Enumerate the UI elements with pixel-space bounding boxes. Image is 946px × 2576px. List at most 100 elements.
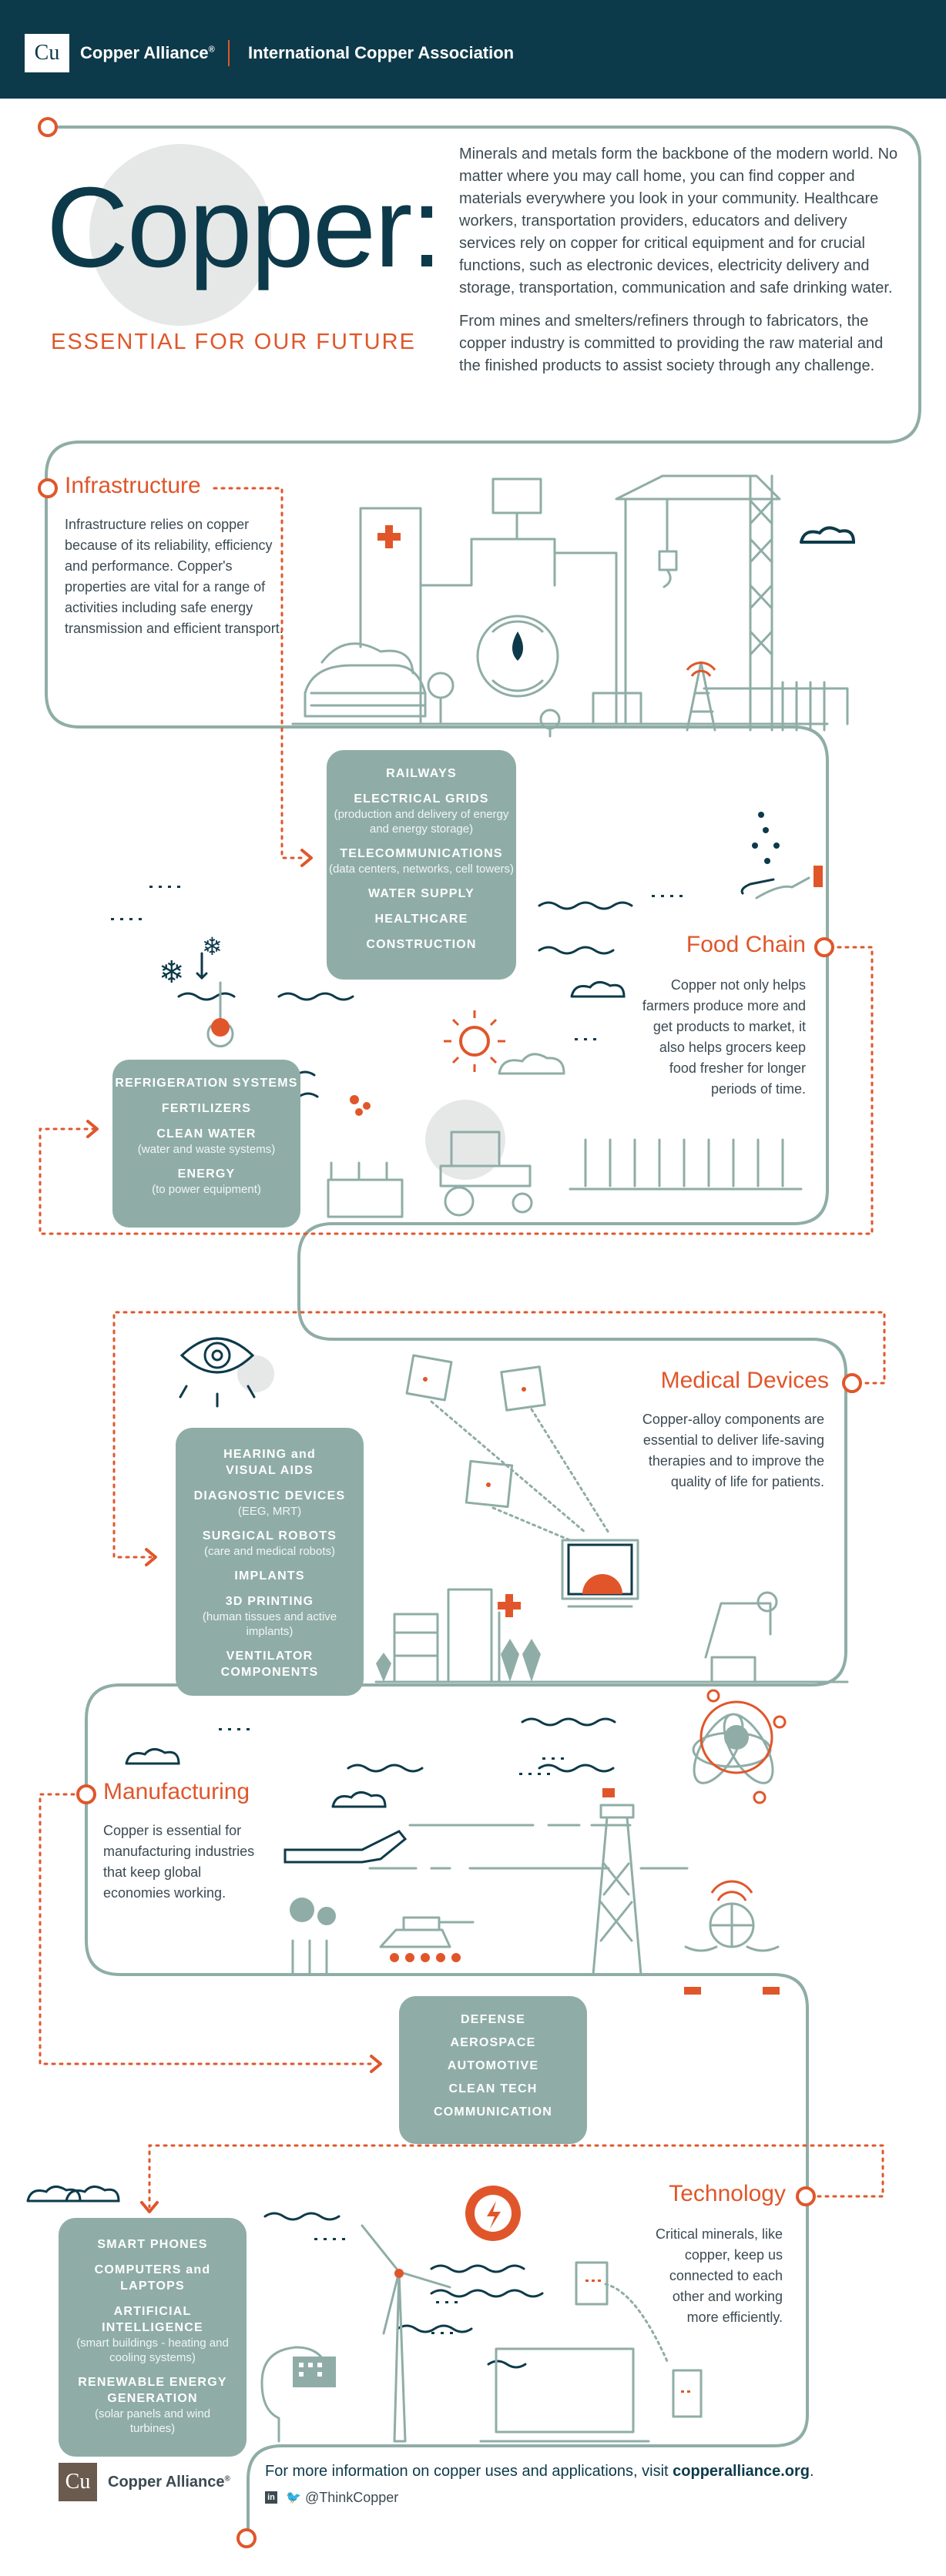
technology-item: SMART PHONES — [59, 2236, 247, 2253]
intro-text: Minerals and metals form the backbone of… — [459, 143, 906, 388]
item-detail: (EEG, MRT) — [237, 1505, 302, 1518]
item-name: SURGICAL ROBOTS — [202, 1529, 337, 1543]
social-handle[interactable]: @ThinkCopper — [304, 2489, 399, 2505]
svg-text:❄: ❄ — [202, 933, 223, 960]
item-name: ENERGY — [177, 1167, 236, 1181]
linkedin-icon[interactable]: in — [265, 2491, 277, 2504]
medical-devices-description: Copper-alloy components are essential to… — [642, 1412, 824, 1489]
item-name: SMART PHONES — [97, 2238, 208, 2251]
page-subtitle: ESSENTIAL FOR OUR FUTURE — [51, 330, 416, 354]
manufacturing-item: CLEAN TECH — [399, 2081, 587, 2097]
footer-brand-text: Copper Alliance — [108, 2474, 225, 2491]
item-name: DEFENSE — [461, 2013, 525, 2026]
item-name: WATER SUPPLY — [368, 887, 475, 900]
food-chain-description: Copper not only helps farmers produce mo… — [642, 977, 806, 1097]
item-name: DIAGNOSTIC DEVICES — [193, 1489, 346, 1502]
medical-item: 3D PRINTING (human tissues and active imp… — [176, 1593, 364, 1639]
brand-registered-mark: ® — [208, 45, 215, 55]
twitter-icon[interactable]: 🐦 — [286, 2491, 301, 2505]
item-name: REFRIGERATION SYSTEMS — [115, 1077, 298, 1090]
item-name: TELECOMMUNICATIONS — [340, 847, 503, 860]
item-name: IMPLANTS — [234, 1569, 305, 1583]
manufacturing-card: DEFENSE AEROSPACE AUTOMOTIVE CLEAN TECH … — [399, 1996, 587, 2144]
intro-paragraph-2: From mines and smelters/refiners through… — [459, 313, 884, 374]
food-chain-item: FERTILIZERS — [112, 1100, 300, 1117]
item-name: FERTILIZERS — [161, 1102, 252, 1115]
intro-paragraph-1: Minerals and metals form the backbone of… — [459, 146, 898, 296]
item-name: RAILWAYS — [386, 767, 457, 780]
item-detail: (to power equipment) — [152, 1183, 261, 1196]
infrastructure-item: HEALTHCARE — [327, 911, 516, 927]
footer-brand-name: Copper Alliance® — [108, 2474, 230, 2491]
food-chain-card: REFRIGERATION SYSTEMS FERTILIZERS CLEAN … — [112, 1060, 300, 1228]
manufacturing-description: Copper is essential for manufacturing in… — [103, 1823, 255, 1901]
item-detail: (care and medical robots) — [203, 1545, 336, 1558]
infrastructure-description: Infrastructure relies on copper because … — [65, 517, 283, 636]
footer-social: in 🐦 @ThinkCopper — [265, 2489, 398, 2506]
infrastructure-item: RAILWAYS — [327, 765, 516, 782]
infrastructure-title: Infrastructure — [65, 473, 201, 498]
medical-devices-card: HEARING and VISUAL AIDS DIAGNOSTIC DEVIC… — [176, 1428, 364, 1696]
technology-description: Critical minerals, like copper, keep us … — [655, 2226, 783, 2325]
item-name: CLEAN TECH — [448, 2082, 538, 2095]
item-detail: (data centers, networks, cell towers) — [328, 863, 515, 876]
infrastructure-card: RAILWAYS ELECTRICAL GRIDS (production and… — [327, 750, 516, 980]
brand-name[interactable]: Copper Alliance® — [80, 43, 215, 63]
food-chain-title: Food Chain — [686, 932, 806, 957]
copper-alliance-logo[interactable]: Cu — [25, 34, 69, 72]
footer-info-text: For more information on copper uses and … — [265, 2463, 673, 2480]
infrastructure-item: WATER SUPPLY — [327, 886, 516, 902]
item-name: VENTILATOR COMPONENTS — [220, 1650, 319, 1679]
medical-item: SURGICAL ROBOTS (care and medical robots) — [176, 1528, 364, 1559]
item-name: CONSTRUCTION — [366, 938, 477, 951]
footer-copper-alliance-logo[interactable]: Cu — [59, 2463, 97, 2501]
infrastructure-item: ELECTRICAL GRIDS (production and delivery… — [327, 791, 516, 836]
item-name: AUTOMOTIVE — [447, 2059, 539, 2072]
item-name: CLEAN WATER — [156, 1127, 257, 1141]
manufacturing-title: Manufacturing — [103, 1779, 250, 1804]
medical-devices-title: Medical Devices — [660, 1368, 829, 1393]
infrastructure-item: TELECOMMUNICATIONS (data centers, network… — [327, 846, 516, 876]
item-detail: (water and waste systems) — [137, 1143, 276, 1156]
brand-name-text: Copper Alliance — [80, 43, 209, 62]
food-chain-item: CLEAN WATER (water and waste systems) — [112, 1126, 300, 1157]
medical-item: VENTILATOR COMPONENTS — [176, 1648, 364, 1680]
manufacturing-item: COMMUNICATION — [399, 2104, 587, 2120]
food-chain-item: REFRIGERATION SYSTEMS — [112, 1075, 300, 1091]
medical-item: DIAGNOSTIC DEVICES (EEG, MRT) — [176, 1488, 364, 1519]
manufacturing-item: DEFENSE — [399, 2012, 587, 2028]
manufacturing-item: AUTOMOTIVE — [399, 2058, 587, 2074]
item-name: 3D PRINTING — [225, 1595, 314, 1608]
technology-item: COMPUTERS and LAPTOPS — [59, 2262, 247, 2294]
footer-info-end: . — [810, 2463, 814, 2480]
technology-item: RENEWABLE ENERGY GENERATION(solar panels… — [59, 2374, 247, 2436]
footer-info: For more information on copper uses and … — [265, 2463, 814, 2481]
item-detail: (solar panels and wind turbines) — [94, 2407, 211, 2435]
item-detail: (smart buildings - heating and cooling s… — [76, 2336, 229, 2364]
item-name: COMPUTERS and LAPTOPS — [94, 2263, 211, 2293]
page-title: Copper: — [46, 164, 443, 291]
header-divider — [228, 40, 230, 66]
item-detail: (production and delivery of energy and e… — [334, 808, 509, 836]
item-name: ARTIFICIAL INTELLIGENCE — [102, 2305, 203, 2334]
item-name: HEALTHCARE — [374, 913, 468, 926]
org-name[interactable]: International Copper Association — [248, 43, 515, 62]
infrastructure-item: CONSTRUCTION — [327, 936, 516, 953]
svg-text:❄: ❄ — [159, 956, 185, 990]
technology-title: Technology — [669, 2181, 786, 2206]
item-detail: (human tissues and active implants) — [202, 1610, 337, 1638]
header-bar — [0, 0, 946, 99]
item-name: HEARING and VISUAL AIDS — [223, 1448, 316, 1477]
technology-card: SMART PHONES COMPUTERS and LAPTOPS ARTIF… — [59, 2218, 247, 2457]
item-name: AEROSPACE — [450, 2036, 536, 2049]
item-name: ELECTRICAL GRIDS — [354, 792, 489, 806]
copperalliance-link[interactable]: copperalliance.org — [673, 2463, 810, 2480]
item-name: RENEWABLE ENERGY GENERATION — [78, 2376, 227, 2405]
footer-brand-mark: ® — [224, 2474, 230, 2484]
item-name: COMMUNICATION — [434, 2105, 552, 2119]
food-chain-item: ENERGY (to power equipment) — [112, 1166, 300, 1197]
manufacturing-item: AEROSPACE — [399, 2035, 587, 2051]
medical-item: HEARING and VISUAL AIDS — [176, 1446, 364, 1479]
medical-item: IMPLANTS — [176, 1568, 364, 1584]
